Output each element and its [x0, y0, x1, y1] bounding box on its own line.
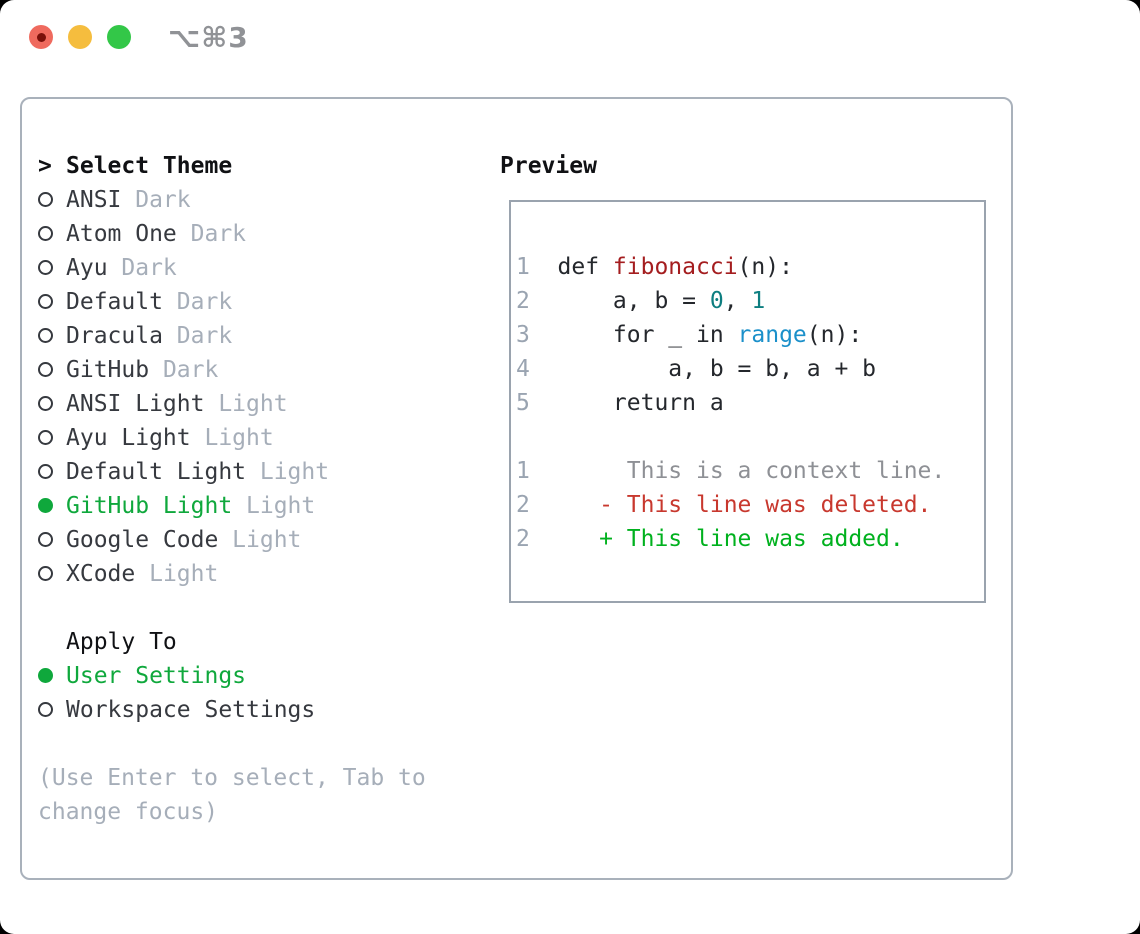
radio-unselected-icon	[38, 396, 53, 411]
minimize-button[interactable]	[68, 25, 92, 49]
radio-unselected-icon	[38, 702, 53, 717]
line-number: 4	[516, 356, 530, 382]
theme-option-default-light[interactable]: Default Light Light	[38, 455, 426, 489]
theme-tag: Dark	[121, 255, 177, 281]
preview-header: Preview	[500, 153, 597, 179]
unsaved-changes-dot	[36, 32, 46, 42]
theme-option-dracula-dark[interactable]: Dracula Dark	[38, 319, 426, 353]
radio-selected-icon	[38, 498, 53, 513]
hint-text-line-2: change focus)	[38, 799, 219, 825]
theme-tag: Light	[246, 493, 316, 519]
line-number: 5	[516, 390, 530, 416]
theme-tag: Light	[259, 459, 330, 485]
spacer	[38, 727, 426, 761]
select-theme-header-row: > Select Theme	[38, 149, 426, 183]
theme-tag: Dark	[135, 187, 191, 213]
close-button[interactable]	[29, 25, 53, 49]
prompt-icon: >	[38, 153, 52, 179]
apply-option-label: User Settings	[66, 663, 247, 689]
blank-line	[516, 420, 984, 454]
theme-option-xcode-light[interactable]: XCode Light	[38, 557, 426, 591]
theme-option-google-code-light[interactable]: Google Code Light	[38, 523, 426, 557]
number-token: 0	[709, 288, 724, 314]
theme-tag: Light	[218, 391, 288, 417]
theme-option-github-dark[interactable]: GitHub Dark	[38, 353, 426, 387]
number-token: 1	[751, 288, 766, 314]
radio-unselected-icon	[38, 532, 53, 547]
theme-tag: Light	[149, 561, 219, 587]
theme-name: ANSI	[66, 187, 122, 213]
apply-option-workspace-settings[interactable]: Workspace Settings	[38, 693, 426, 727]
radio-unselected-icon	[38, 362, 53, 377]
theme-option-atom-one-dark[interactable]: Atom One Dark	[38, 217, 426, 251]
theme-tag: Light	[232, 527, 302, 553]
theme-name: ANSI Light	[66, 391, 205, 417]
radio-unselected-icon	[38, 566, 53, 581]
theme-tag: Light	[204, 425, 274, 451]
radio-unselected-icon	[38, 192, 53, 207]
code-line: 5 return a	[516, 386, 984, 420]
diff-context-line: 1 This is a context line.	[516, 454, 984, 488]
builtin-token: range	[737, 322, 807, 348]
theme-name: GitHub Light	[66, 493, 233, 519]
hint-text-line-1: (Use Enter to select, Tab to	[38, 765, 426, 791]
theme-tag: Dark	[162, 357, 219, 383]
radio-unselected-icon	[38, 226, 53, 241]
line-number: 3	[516, 322, 530, 348]
theme-name: Google Code	[66, 527, 219, 553]
spacer	[38, 591, 426, 625]
radio-unselected-icon	[38, 260, 53, 275]
apply-to-header: Apply To	[66, 629, 177, 655]
theme-option-default-dark[interactable]: Default Dark	[38, 285, 426, 319]
select-theme-header: Select Theme	[66, 153, 233, 179]
theme-name: GitHub	[66, 357, 150, 383]
theme-option-ayu-light[interactable]: Ayu Light Light	[38, 421, 426, 455]
radio-unselected-icon	[38, 464, 53, 479]
theme-tag: Dark	[190, 221, 247, 247]
diff-deleted-line: 2 - This line was deleted.	[516, 488, 984, 522]
apply-option-label: Workspace Settings	[66, 697, 316, 723]
theme-option-ansi-light[interactable]: ANSI Light Light	[38, 387, 426, 421]
theme-name: XCode	[66, 561, 136, 587]
theme-name: Atom One	[66, 221, 177, 247]
theme-option-github-light[interactable]: GitHub Light Light	[38, 489, 426, 523]
titlebar	[29, 25, 131, 49]
radio-selected-icon	[38, 668, 53, 683]
radio-unselected-icon	[38, 328, 53, 343]
theme-option-ayu-dark[interactable]: Ayu Dark	[38, 251, 426, 285]
window-shortcut-label: ⌥⌘3	[168, 21, 249, 54]
theme-name: Default Light	[66, 459, 247, 485]
line-number: 2	[516, 288, 530, 314]
maximize-button[interactable]	[107, 25, 131, 49]
code-line: 2 a, b = 0, 1	[516, 284, 984, 318]
line-number: 1	[516, 254, 530, 280]
theme-name: Dracula	[66, 323, 163, 349]
theme-option-ansi-dark[interactable]: ANSI Dark	[38, 183, 426, 217]
apply-option-user-settings[interactable]: User Settings	[38, 659, 426, 693]
line-number: 2	[516, 492, 530, 518]
theme-name: Default	[66, 289, 163, 315]
apply-to-header-row: Apply To	[38, 625, 426, 659]
theme-name: Ayu Light	[66, 425, 191, 451]
theme-tag: Dark	[176, 289, 233, 315]
theme-tag: Dark	[176, 323, 233, 349]
theme-name: Ayu	[66, 255, 108, 281]
diff-added-line: 2 + This line was added.	[516, 522, 984, 556]
radio-unselected-icon	[38, 430, 53, 445]
function-name-token: fibonacci	[612, 254, 738, 280]
code-line: 3 for _ in range(n):	[516, 318, 984, 352]
code-line: 4 a, b = b, a + b	[516, 352, 984, 386]
line-number: 1	[516, 458, 530, 484]
radio-unselected-icon	[38, 294, 53, 309]
line-number: 2	[516, 526, 530, 552]
